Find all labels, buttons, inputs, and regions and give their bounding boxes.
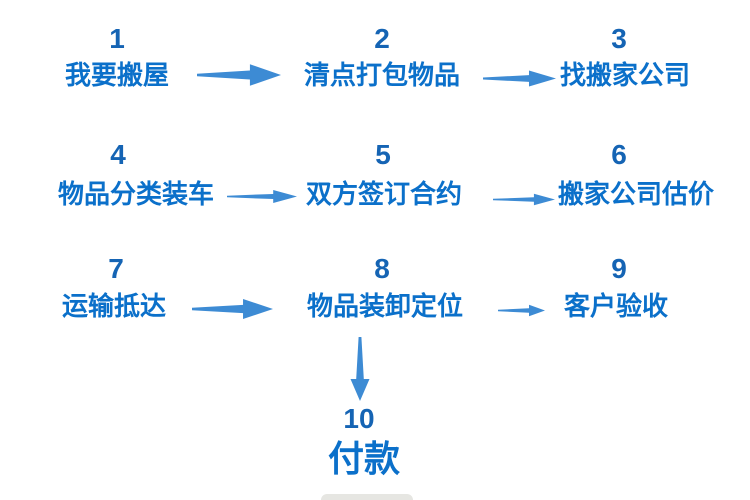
step-number: 2: [374, 23, 390, 54]
cutoff-element-bottom-edge: [321, 494, 413, 500]
step-label: 物品分类装车: [57, 179, 215, 209]
step-number: 8: [374, 253, 390, 284]
step-label: 运输抵达: [61, 291, 167, 321]
step-label: 找搬家公司: [559, 60, 691, 90]
step-label: 我要搬屋: [64, 60, 170, 90]
step-label: 搬家公司估价: [557, 179, 715, 209]
step-label: 物品装卸定位: [306, 291, 464, 321]
step-label: 清点打包物品: [303, 60, 461, 90]
arrow-shape: [483, 70, 556, 87]
step-label: 付款: [327, 438, 401, 479]
step-number: 5: [375, 139, 391, 170]
step-label: 客户验收: [563, 291, 669, 321]
arrow-right-icon: [483, 70, 556, 87]
arrow-right-icon: [192, 299, 273, 319]
arrow-shape: [192, 299, 273, 319]
step-label: 双方签订合约: [305, 179, 463, 209]
arrow-right-icon: [493, 193, 555, 206]
step-number: 3: [611, 23, 627, 54]
step-number: 1: [109, 23, 125, 54]
step-number: 4: [110, 139, 126, 170]
arrow-shape: [227, 189, 297, 204]
arrow-shape: [493, 193, 555, 206]
step-number: 10: [343, 403, 375, 434]
arrow-shape: [498, 304, 545, 317]
arrow-shape: [197, 64, 281, 86]
arrow-shape: [350, 337, 370, 401]
step-number: 6: [611, 139, 627, 170]
arrow-right-icon: [197, 64, 281, 86]
arrow-right-icon: [227, 189, 297, 204]
step-number: 7: [108, 253, 124, 284]
arrow-right-icon: [498, 304, 545, 317]
step-number: 9: [611, 253, 627, 284]
arrow-down-icon: [350, 337, 370, 401]
